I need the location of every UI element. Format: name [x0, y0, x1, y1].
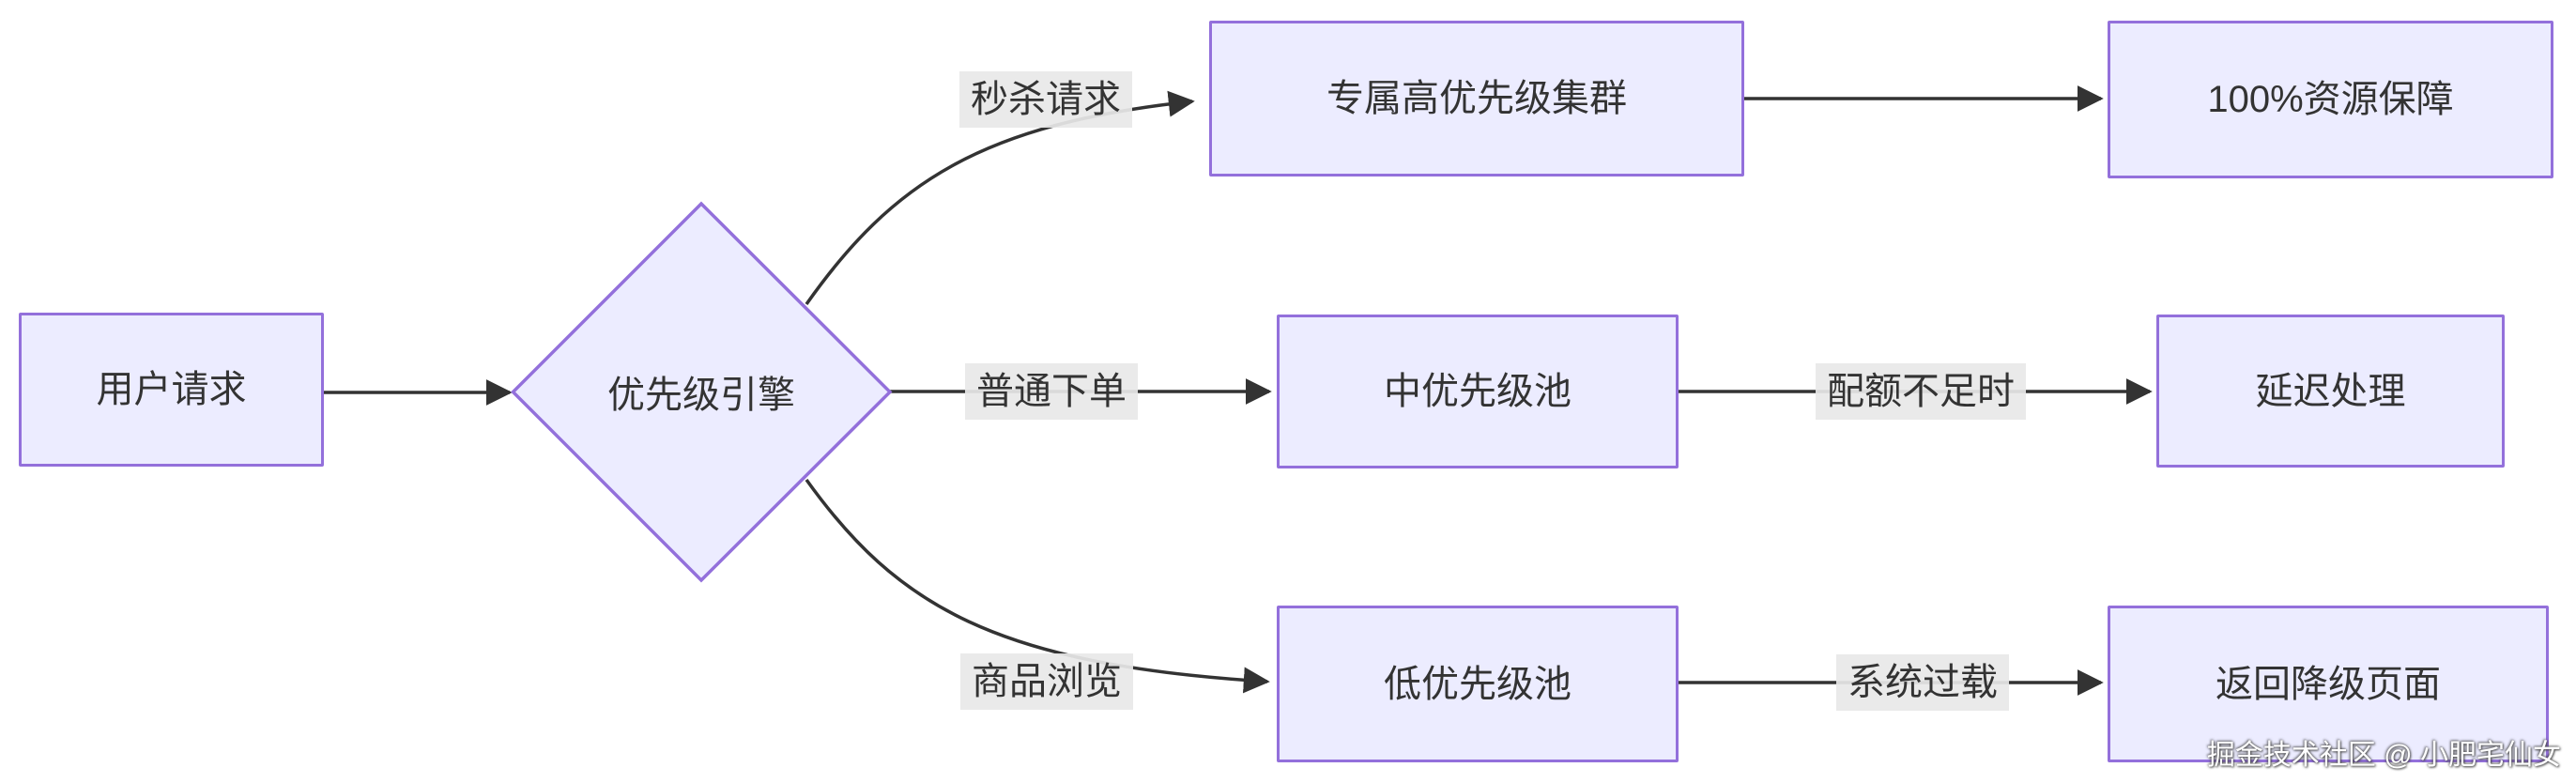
edge-label-system-overload: 系统过载 [1836, 654, 2009, 711]
node-low-pool-label: 低优先级池 [1384, 663, 1572, 705]
edge-label-quota-insufficient: 配额不足时 [1816, 363, 2026, 420]
edge-priority-engine-to-low-pool [805, 478, 1270, 694]
priority-engine-diamond-shape [511, 201, 893, 583]
edge-label-product-browsing: 商品浏览 [960, 653, 1133, 710]
node-delayed-processing-label: 延迟处理 [2255, 370, 2406, 412]
node-user-request-label: 用户请求 [96, 369, 247, 410]
node-priority-engine: 优先级引擎 [560, 345, 842, 438]
node-delayed-processing: 延迟处理 [2156, 315, 2505, 468]
node-degraded-page: 返回降级页面 [2108, 606, 2549, 762]
node-user-request: 用户请求 [19, 313, 324, 467]
node-resource-guarantee-label: 100%资源保障 [2207, 79, 2454, 120]
edge-label-normal-order: 普通下单 [965, 363, 1138, 420]
node-priority-engine-label: 优先级引擎 [607, 375, 795, 416]
node-dedicated-cluster-label: 专属高优先级集群 [1326, 78, 1627, 119]
node-medium-pool-label: 中优先级池 [1384, 371, 1572, 412]
watermark-text: 掘金技术社区 @ 小肥宅仙女 [2206, 740, 2561, 771]
node-low-pool: 低优先级池 [1277, 606, 1679, 762]
node-medium-pool: 中优先级池 [1277, 315, 1679, 468]
node-dedicated-cluster: 专属高优先级集群 [1209, 21, 1744, 177]
node-resource-guarantee: 100%资源保障 [2108, 21, 2553, 178]
edge-label-flash-sale-request: 秒杀请求 [959, 71, 1132, 128]
edge-priority-engine-to-dedicated-cluster [805, 90, 1195, 306]
node-degraded-page-label: 返回降级页面 [2216, 663, 2441, 705]
